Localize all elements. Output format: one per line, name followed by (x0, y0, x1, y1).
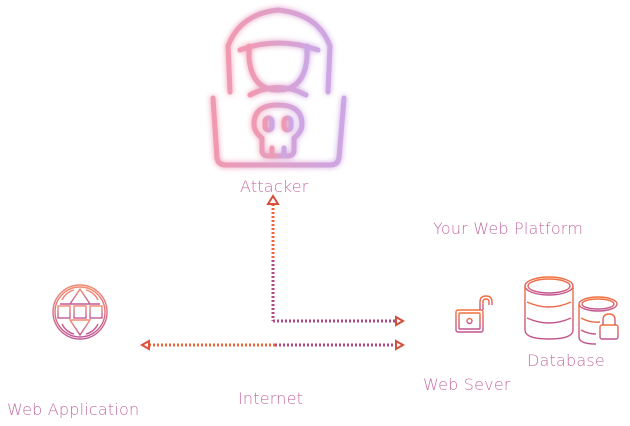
database-label: Database (527, 351, 605, 370)
globe-icon (52, 284, 108, 340)
attacker-to-server-arrow (266, 194, 406, 327)
database-icon (524, 276, 619, 345)
internet-arrow (139, 339, 406, 351)
attacker-label: Attacker (240, 177, 309, 196)
web-application-label: Web Application (7, 400, 140, 419)
internet-label: Internet (238, 389, 304, 408)
attacker-icon (210, 7, 347, 168)
unlocked-padlock-icon (455, 295, 493, 333)
platform-label: Your Web Platform (433, 219, 584, 238)
web-server-label: Web Sever (423, 375, 511, 394)
